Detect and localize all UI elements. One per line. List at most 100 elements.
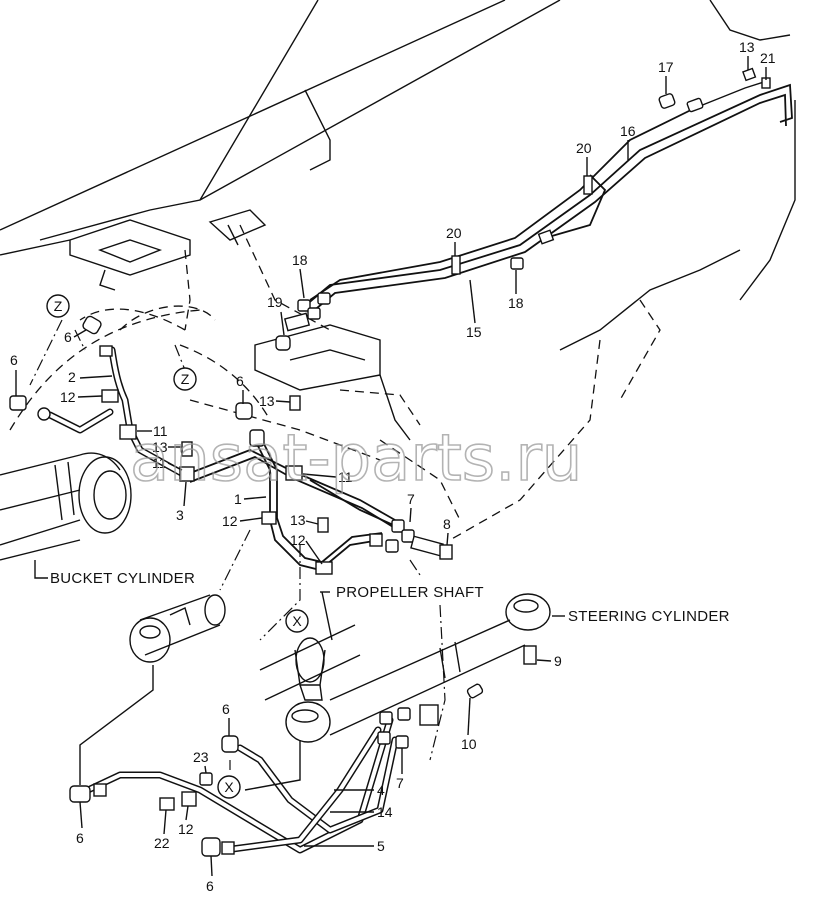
fitting-18-left-c bbox=[317, 292, 331, 305]
svg-text:21: 21 bbox=[760, 50, 776, 66]
fitting-7-b bbox=[401, 529, 415, 543]
label-10: 10 bbox=[461, 697, 477, 752]
svg-text:13: 13 bbox=[259, 393, 275, 409]
fittings bbox=[9, 67, 771, 857]
fitting-17 bbox=[658, 93, 676, 109]
clamp-12-lower bbox=[315, 561, 333, 575]
marker-x-mid: X bbox=[285, 609, 309, 633]
label-1: 1 bbox=[234, 491, 267, 507]
propeller-shaft-label: PROPELLER SHAFT bbox=[336, 584, 484, 601]
elbow-6-bottom bbox=[201, 837, 221, 857]
svg-text:22: 22 bbox=[154, 835, 170, 851]
svg-text:9: 9 bbox=[554, 653, 562, 669]
label-12-lower: 12 bbox=[290, 532, 323, 565]
frame-outline bbox=[0, 0, 796, 441]
fitting-7-a bbox=[391, 519, 405, 533]
svg-text:10: 10 bbox=[461, 736, 477, 752]
label-7-top: 7 bbox=[407, 491, 415, 523]
svg-text:4: 4 bbox=[377, 782, 385, 798]
label-6-left: 6 bbox=[10, 352, 18, 396]
steering-cylinder bbox=[285, 593, 551, 743]
marker-z-mid: Z bbox=[173, 367, 197, 391]
svg-text:6: 6 bbox=[206, 878, 214, 894]
fitting-10 bbox=[466, 683, 484, 699]
nut-6-top bbox=[99, 345, 113, 357]
label-16: 16 bbox=[620, 123, 636, 160]
svg-text:12: 12 bbox=[60, 389, 76, 405]
fitting-23 bbox=[199, 772, 213, 786]
fitting-19 bbox=[275, 335, 291, 351]
label-12-bottom: 12 bbox=[178, 805, 194, 837]
svg-text:3: 3 bbox=[176, 507, 184, 523]
elbow-6-left-lower bbox=[69, 785, 91, 803]
marker-x-low: X bbox=[217, 775, 241, 799]
fitting-7-lower-a bbox=[379, 711, 393, 725]
label-12-center: 12 bbox=[222, 513, 263, 529]
fitting-20-top bbox=[583, 175, 593, 195]
label-5: 5 bbox=[304, 838, 385, 854]
svg-text:13: 13 bbox=[739, 39, 755, 55]
propeller-shaft-leader-2 bbox=[321, 591, 333, 641]
svg-text:11: 11 bbox=[152, 455, 167, 471]
bucket-cylinder-label: BUCKET CYLINDER bbox=[50, 570, 195, 587]
pipe-group-lower bbox=[84, 716, 399, 854]
fitting-13-lower bbox=[317, 517, 329, 533]
svg-text:18: 18 bbox=[292, 252, 308, 268]
fitting-20-mid bbox=[451, 255, 461, 275]
label-7-lower: 7 bbox=[396, 748, 404, 791]
svg-text:11: 11 bbox=[338, 469, 353, 485]
label-17: 17 bbox=[658, 59, 674, 94]
label-3: 3 bbox=[176, 481, 187, 523]
elbow-6-lower bbox=[221, 735, 239, 753]
label-13-lower: 13 bbox=[290, 512, 319, 528]
pipe-group-15-16 bbox=[299, 79, 793, 319]
label-11-mid: 11 bbox=[152, 455, 183, 471]
fitting-18-right bbox=[510, 257, 524, 270]
svg-text:6: 6 bbox=[64, 329, 72, 345]
fitting-10-block bbox=[419, 704, 439, 726]
svg-text:13: 13 bbox=[290, 512, 306, 528]
fitting-22 bbox=[159, 797, 175, 811]
watermark: ansat-parts.ru bbox=[130, 422, 582, 496]
label-2: 2 bbox=[68, 369, 113, 385]
fitting-8 bbox=[439, 544, 453, 560]
clamp-12-bottom bbox=[181, 791, 197, 807]
label-8: 8 bbox=[443, 516, 451, 546]
label-20-top: 20 bbox=[576, 140, 592, 176]
svg-text:19: 19 bbox=[267, 294, 283, 310]
svg-text:20: 20 bbox=[446, 225, 462, 241]
clamp-3 bbox=[179, 466, 195, 482]
bucket-cylinder-end-detail bbox=[129, 594, 226, 663]
svg-text:Z: Z bbox=[181, 371, 190, 387]
fitting-17-nut bbox=[686, 97, 704, 113]
fitting-pipe-end-left bbox=[37, 407, 51, 421]
fitting-19-block bbox=[283, 312, 311, 332]
elbow-6-center bbox=[235, 402, 253, 420]
label-18-right: 18 bbox=[508, 270, 524, 311]
label-13-left: 13 bbox=[152, 439, 182, 455]
label-11-right: 11 bbox=[302, 469, 353, 485]
label-4: 4 bbox=[334, 782, 385, 798]
svg-text:20: 20 bbox=[576, 140, 592, 156]
label-9: 9 bbox=[536, 653, 562, 669]
nut-6-left-lower bbox=[93, 783, 107, 797]
svg-text:X: X bbox=[224, 779, 234, 795]
propeller-shaft bbox=[259, 624, 361, 701]
elbow-6-top bbox=[82, 315, 102, 335]
leader-lines bbox=[29, 319, 446, 791]
svg-text:6: 6 bbox=[76, 830, 84, 846]
clamp-12-top bbox=[101, 389, 119, 403]
label-20-mid: 20 bbox=[446, 225, 462, 256]
label-6-z: 6 bbox=[64, 329, 87, 345]
fitting-13-left bbox=[181, 441, 193, 457]
fitting-pipe-end-center bbox=[369, 533, 383, 547]
hidden-outlines bbox=[9, 224, 661, 541]
steering-cylinder-label: STEERING CYLINDER bbox=[568, 608, 730, 625]
label-22: 22 bbox=[154, 809, 170, 851]
svg-text:14: 14 bbox=[377, 804, 393, 820]
fitting-1-top bbox=[249, 429, 265, 447]
svg-text:2: 2 bbox=[68, 369, 76, 385]
svg-text:12: 12 bbox=[222, 513, 238, 529]
label-14: 14 bbox=[330, 804, 393, 820]
